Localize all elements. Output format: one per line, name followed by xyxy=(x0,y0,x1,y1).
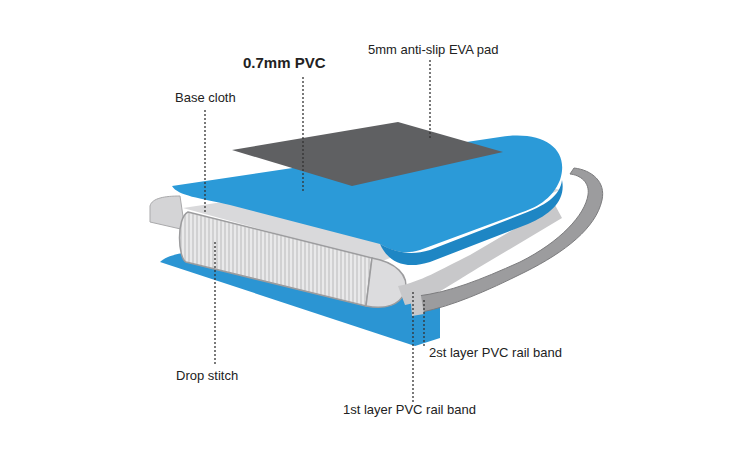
eva-pad xyxy=(232,122,503,186)
part-label: 1st layer PVC rail band xyxy=(343,402,476,418)
leader-lines xyxy=(205,60,430,402)
top-pvc-sheet-edge xyxy=(380,180,563,265)
part-label: Drop stitch xyxy=(176,368,238,384)
part-label: 0.7mm PVC xyxy=(243,55,326,71)
part-label: 5mm anti-slip EVA pad xyxy=(368,42,499,58)
rail-band-1 xyxy=(150,196,185,230)
rail-band-2 xyxy=(418,168,603,312)
part-label: 2st layer PVC rail band xyxy=(429,345,562,361)
drop-stitch-end xyxy=(366,258,406,307)
part-label: Base cloth xyxy=(175,90,236,106)
rail-band-1-back xyxy=(410,290,424,316)
